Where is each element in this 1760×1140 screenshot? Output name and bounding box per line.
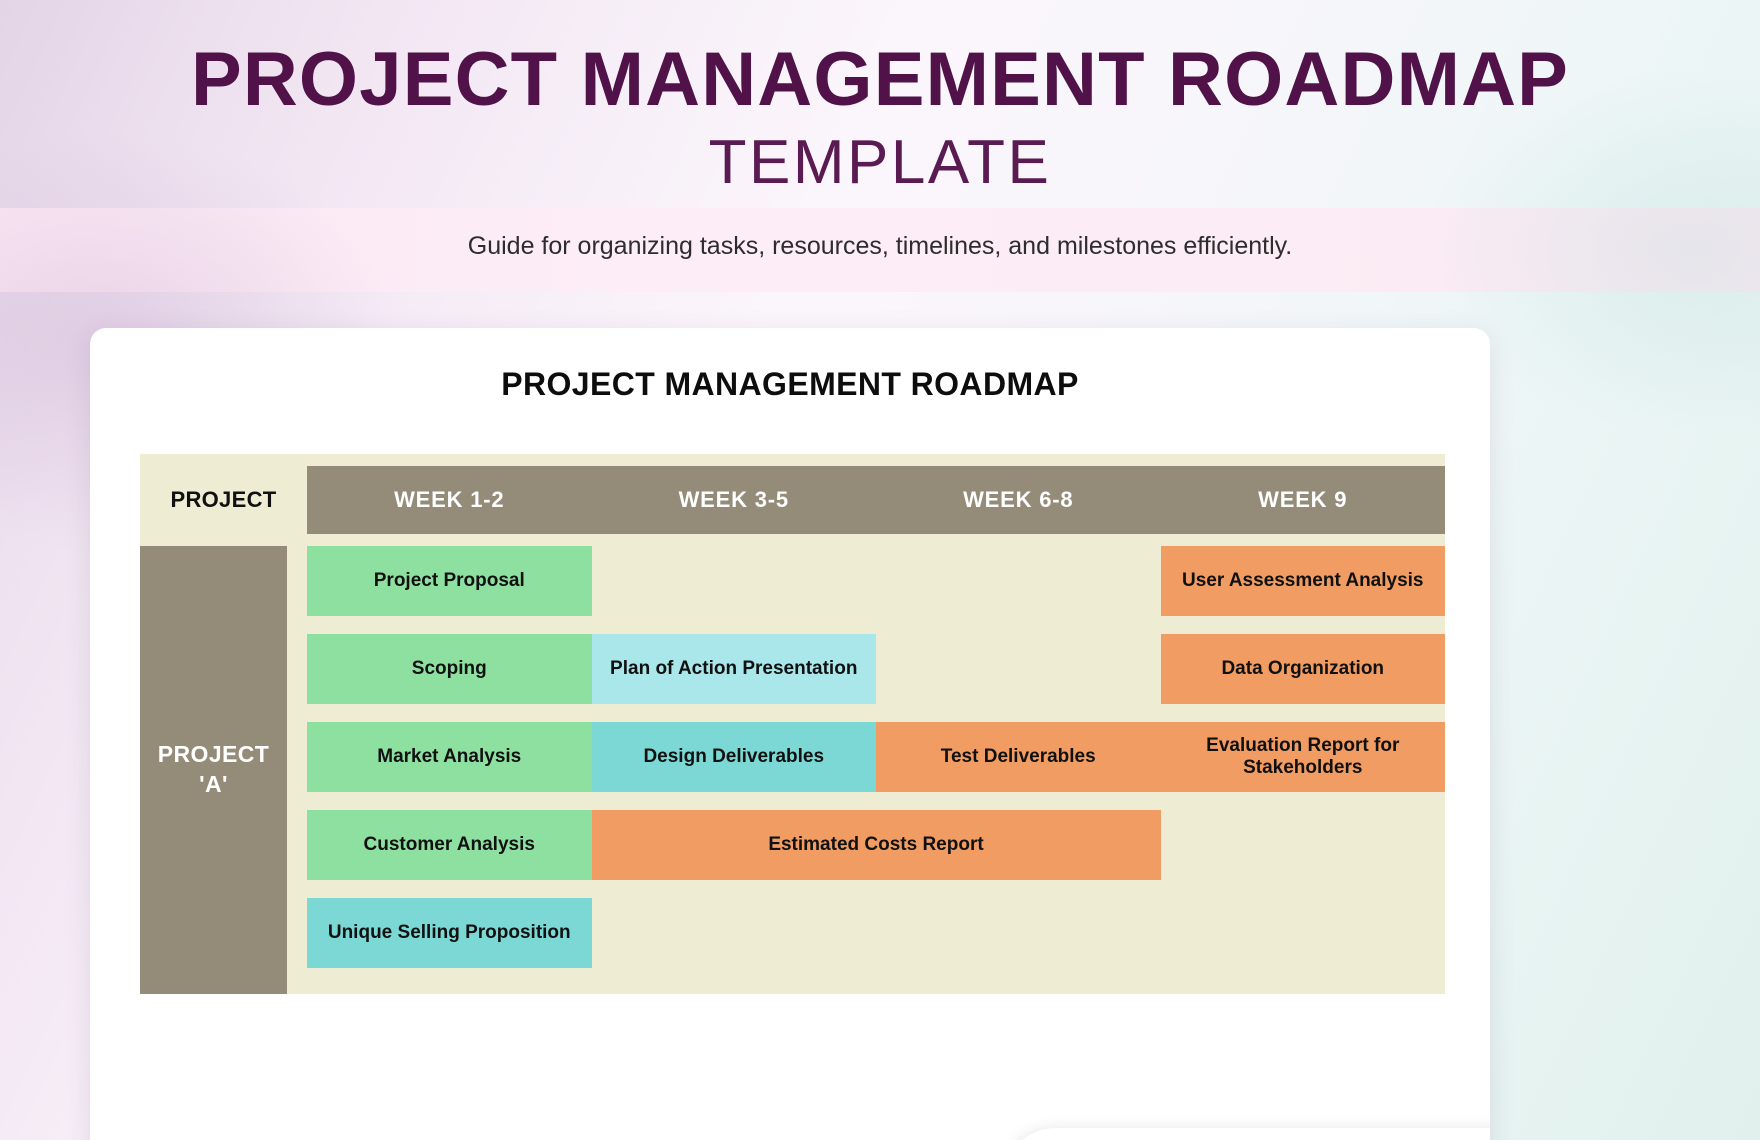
- week-header-cell: WEEK 1-2: [394, 487, 505, 512]
- page-title: PROJECT MANAGEMENT ROADMAP: [190, 37, 1570, 122]
- roadmap-row: Unique Selling Proposition: [307, 898, 1445, 968]
- page-subtitle-word: TEMPLATE: [708, 128, 1052, 197]
- roadmap-task-bar[interactable]: Market Analysis: [307, 722, 592, 792]
- roadmap-task-bar[interactable]: Unique Selling Proposition: [307, 898, 592, 968]
- template-preview-card: PROJECT MANAGEMENT ROADMAP PROJECT WEEK …: [90, 328, 1490, 1140]
- roadmap-task-bar[interactable]: User Assessment Analysis: [1160, 546, 1445, 616]
- file-format-strip: W X PDF P: [1002, 1128, 1490, 1140]
- roadmap-heading: PROJECT MANAGEMENT ROADMAP: [501, 366, 1079, 402]
- roadmap-task-bar[interactable]: Scoping: [307, 634, 592, 704]
- roadmap-task-bar[interactable]: Data Organization: [1160, 634, 1445, 704]
- roadmap-task-bar[interactable]: Customer Analysis: [307, 810, 592, 880]
- subtitle-band: [0, 208, 1760, 292]
- roadmap-task-bar[interactable]: Design Deliverables: [591, 722, 876, 792]
- project-label-line-2: 'A': [199, 771, 228, 797]
- page-description: Guide for organizing tasks, resources, t…: [467, 232, 1293, 260]
- roadmap-body: PROJECT 'A' Project Proposal User Assessm…: [140, 546, 1445, 994]
- roadmap-table: PROJECT WEEK 1-2 WEEK 3-5 WEEK 6-8 WEEK …: [140, 454, 1445, 994]
- roadmap-task-bar[interactable]: Evaluation Report for Stakeholders: [1160, 722, 1445, 792]
- week-header-cell: WEEK 3-5: [678, 487, 789, 512]
- week-header-cell: WEEK 6-8: [963, 487, 1074, 512]
- page-header: PROJECT MANAGEMENT ROADMAP TEMPLATE: [0, 0, 1760, 194]
- roadmap-task-bar[interactable]: Project Proposal: [307, 546, 592, 616]
- roadmap-task-bar[interactable]: Test Deliverables: [876, 722, 1161, 792]
- week-header-cell: WEEK 9: [1258, 487, 1348, 512]
- roadmap-corner-label: PROJECT: [170, 487, 277, 512]
- project-row-label: PROJECT 'A': [140, 546, 287, 994]
- roadmap-task-grid: Project Proposal User Assessment Analysis…: [287, 546, 1445, 994]
- roadmap-task-bar[interactable]: Estimated Costs Report: [591, 810, 1161, 880]
- project-label-line-1: PROJECT: [157, 741, 270, 768]
- roadmap-week-headers: WEEK 1-2 WEEK 3-5 WEEK 6-8 WEEK 9: [307, 466, 1445, 534]
- roadmap-row: Project Proposal User Assessment Analysis: [307, 546, 1445, 616]
- roadmap-header-row: PROJECT WEEK 1-2 WEEK 3-5 WEEK 6-8 WEEK …: [140, 454, 1445, 546]
- roadmap-task-bar[interactable]: Plan of Action Presentation: [591, 634, 876, 704]
